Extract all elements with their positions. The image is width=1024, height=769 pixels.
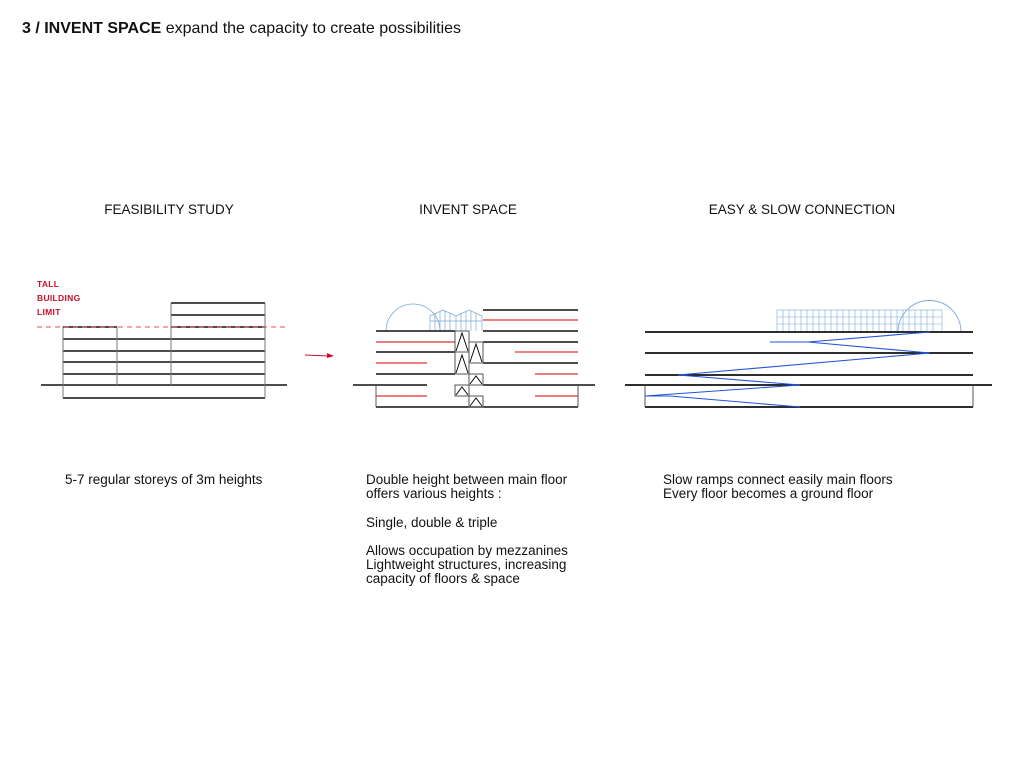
- heading-invent-space: INVENT SPACE: [419, 202, 517, 217]
- feasibility-text: 5-7 regular storeys of 3m heights: [65, 472, 263, 487]
- feasibility-diagram: [37, 302, 288, 399]
- limit-label-3: LIMIT: [37, 307, 61, 317]
- page-title: 3 / INVENT SPACE expand the capacity to …: [22, 20, 461, 38]
- connection-text: Slow ramps connect easily main floors Ev…: [663, 472, 893, 502]
- title-number: 3 / INVENT SPACE: [22, 20, 162, 37]
- title-subtitle: expand the capacity to create possibilit…: [165, 20, 462, 37]
- limit-label-2: BUILDING: [37, 293, 81, 303]
- heading-feasibility: FEASIBILITY STUDY: [104, 202, 234, 217]
- heading-connection: EASY & SLOW CONNECTION: [708, 202, 896, 217]
- connection-diagram: [625, 300, 992, 408]
- arrow-icon: [304, 353, 334, 358]
- invent-space-diagram: [353, 303, 595, 408]
- limit-label-1: TALL: [37, 279, 60, 289]
- ramps: [644, 331, 931, 408]
- invent-space-text: Double height between main floor offers …: [366, 472, 568, 587]
